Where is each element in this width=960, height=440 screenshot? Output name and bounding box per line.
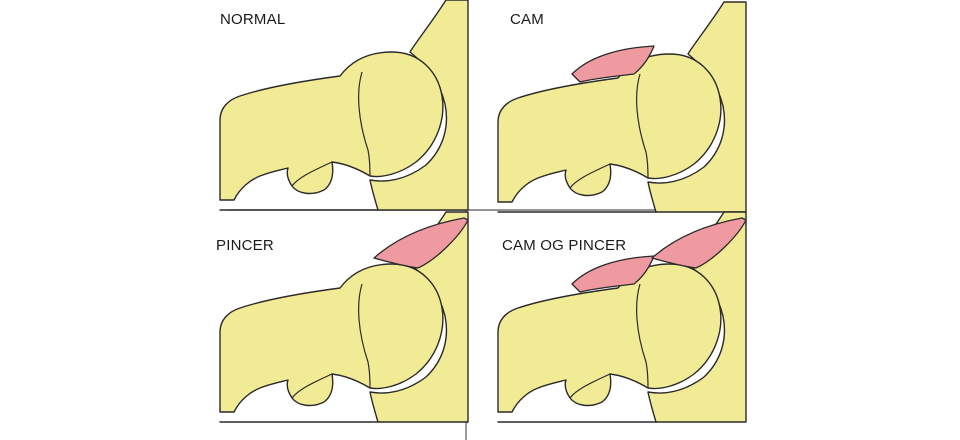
panel-normal: NORMAL	[219, 0, 469, 211]
panel-label-cam-og-pincer: CAM OG PINCER	[502, 237, 626, 254]
panel-label-pincer: PINCER	[216, 237, 274, 254]
panel-label-normal: NORMAL	[220, 11, 285, 28]
panel-cam-og-pincer: CAM OG PINCER	[497, 211, 747, 423]
panel-cam: CAM	[497, 1, 747, 213]
panel-label-cam: CAM	[510, 11, 544, 28]
panel-pincer: PINCER	[216, 211, 469, 423]
